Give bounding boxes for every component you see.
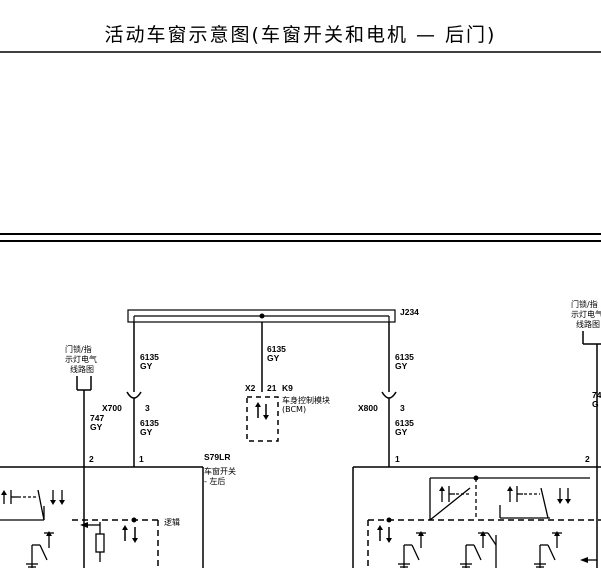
right-ref-line1: 门锁/指 xyxy=(571,299,598,309)
s79-id: S79LR xyxy=(204,452,230,462)
s79-side: - 左后 xyxy=(204,476,225,486)
left-logic-region xyxy=(72,517,159,568)
x700-label: X700 xyxy=(102,403,122,413)
j234-splice-bar xyxy=(127,309,396,323)
left-ref-line1: 门锁/指 xyxy=(65,344,92,354)
x800-label: X800 xyxy=(358,403,378,413)
s79-name: 车窗开关 xyxy=(204,466,236,476)
left-ref-line2: 示灯电气 xyxy=(65,354,97,364)
right-ref-line2: 示灯电气 xyxy=(571,309,601,319)
wire-right-upper-color: GY xyxy=(395,361,408,371)
k9-name: 车身控制模块 xyxy=(282,395,330,405)
wire-right-lower-color: GY xyxy=(395,427,408,437)
right-switch-mechanism xyxy=(429,475,590,521)
k9-abbr: (BCM) xyxy=(282,405,306,414)
wire-center-circuit: 6135 xyxy=(267,344,286,354)
right-logic-region xyxy=(367,517,601,568)
left-ref-color: GY xyxy=(90,422,103,432)
right-ref-bracket xyxy=(582,331,601,345)
x700-connector-symbol xyxy=(126,391,142,399)
left-switch-mechanism xyxy=(0,489,65,521)
s79-pin1: 1 xyxy=(139,454,144,464)
wire-left-lower-circuit: 6135 xyxy=(140,418,159,428)
right-pin1: 1 xyxy=(395,454,400,464)
x800-connector-symbol xyxy=(381,391,397,399)
x700-pin: 3 xyxy=(145,403,150,413)
right-pin2: 2 xyxy=(585,454,590,464)
wire-center-color: GY xyxy=(267,353,280,363)
left-lower-contacts xyxy=(26,531,54,568)
left-ref-bracket xyxy=(76,376,92,391)
j234-label: J234 xyxy=(400,307,419,317)
bcm-module-box xyxy=(246,396,279,442)
right-ref-line3: 线路图 xyxy=(576,319,600,329)
right-ref-color: G xyxy=(592,399,599,409)
left-ref-circuit: 747 xyxy=(90,413,104,423)
wire-right-lower-circuit: 6135 xyxy=(395,418,414,428)
wire-left-lower-color: GY xyxy=(140,427,153,437)
k9-id: K9 xyxy=(282,383,293,393)
x2-pin: 21 xyxy=(267,383,277,393)
wire-left-upper-circuit: 6135 xyxy=(140,352,159,362)
s79-pin2: 2 xyxy=(89,454,94,464)
wire-right-upper-circuit: 6135 xyxy=(395,352,414,362)
logic-label: 逻辑 xyxy=(164,517,180,527)
x2-label: X2 xyxy=(245,383,256,393)
wire-left-upper-color: GY xyxy=(140,361,153,371)
left-ref-line3: 线路图 xyxy=(70,364,94,374)
right-ref-circuit: 74 xyxy=(592,390,601,400)
page-title: 活动车窗示意图(车窗开关和电机 — 后门) xyxy=(104,24,497,46)
x800-pin: 3 xyxy=(400,403,405,413)
